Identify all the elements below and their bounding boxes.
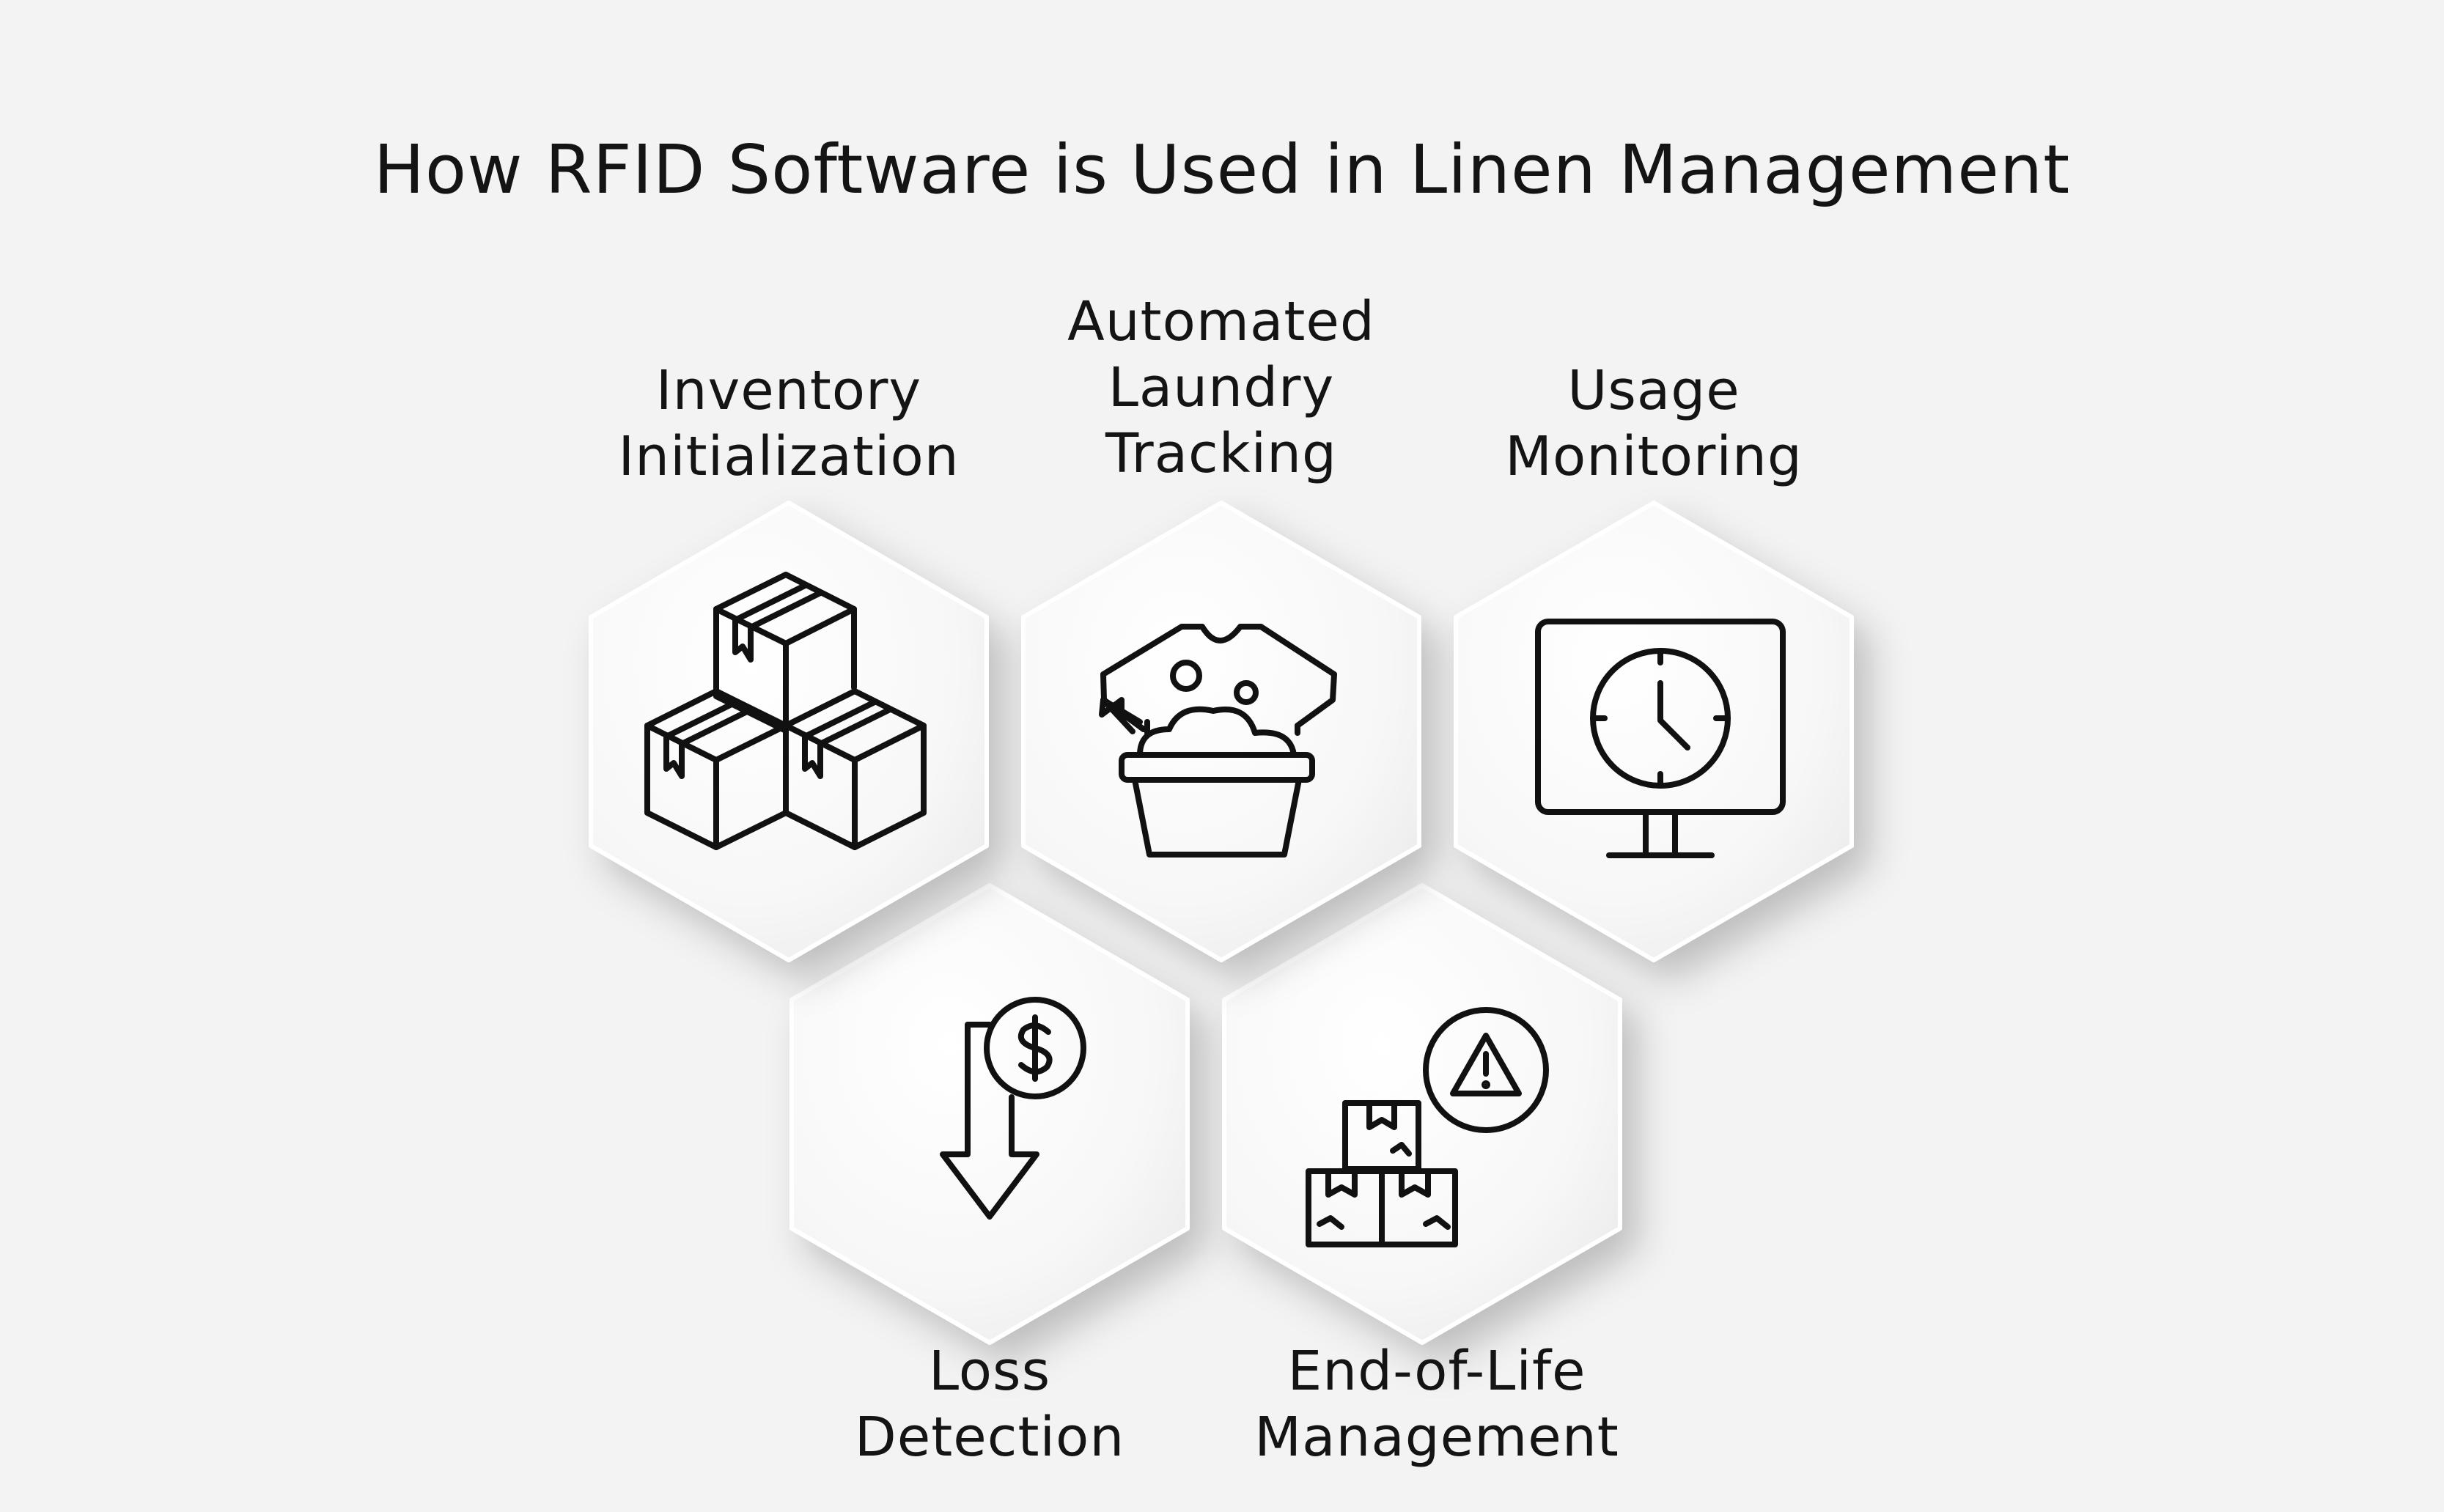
label-loss-detection: Loss Detection <box>854 1340 1125 1469</box>
boxes-warning-icon <box>1306 1007 1549 1247</box>
hexagon-loss-detection <box>789 883 1190 1345</box>
dollar-down-arrow-icon <box>940 997 1086 1220</box>
hexagon-end-of-life-management <box>1222 883 1622 1345</box>
boxes-icon <box>644 572 927 850</box>
hexagon-automated-laundry-tracking <box>1021 501 1421 962</box>
label-inventory-initialization: Inventory Initialization <box>618 359 960 488</box>
label-end-of-life-management: End-of-Life Management <box>1254 1340 1619 1469</box>
diagram-title: How RFID Software is Used in Linen Manag… <box>373 130 2071 209</box>
hexagon-usage-monitoring <box>1454 501 1854 962</box>
label-automated-laundry-tracking: Automated Laundry Tracking <box>1067 290 1375 485</box>
label-usage-monitoring: Usage Monitoring <box>1505 359 1803 488</box>
monitor-clock-icon <box>1535 619 1786 858</box>
laundry-basin-shirt-icon <box>1099 624 1337 858</box>
